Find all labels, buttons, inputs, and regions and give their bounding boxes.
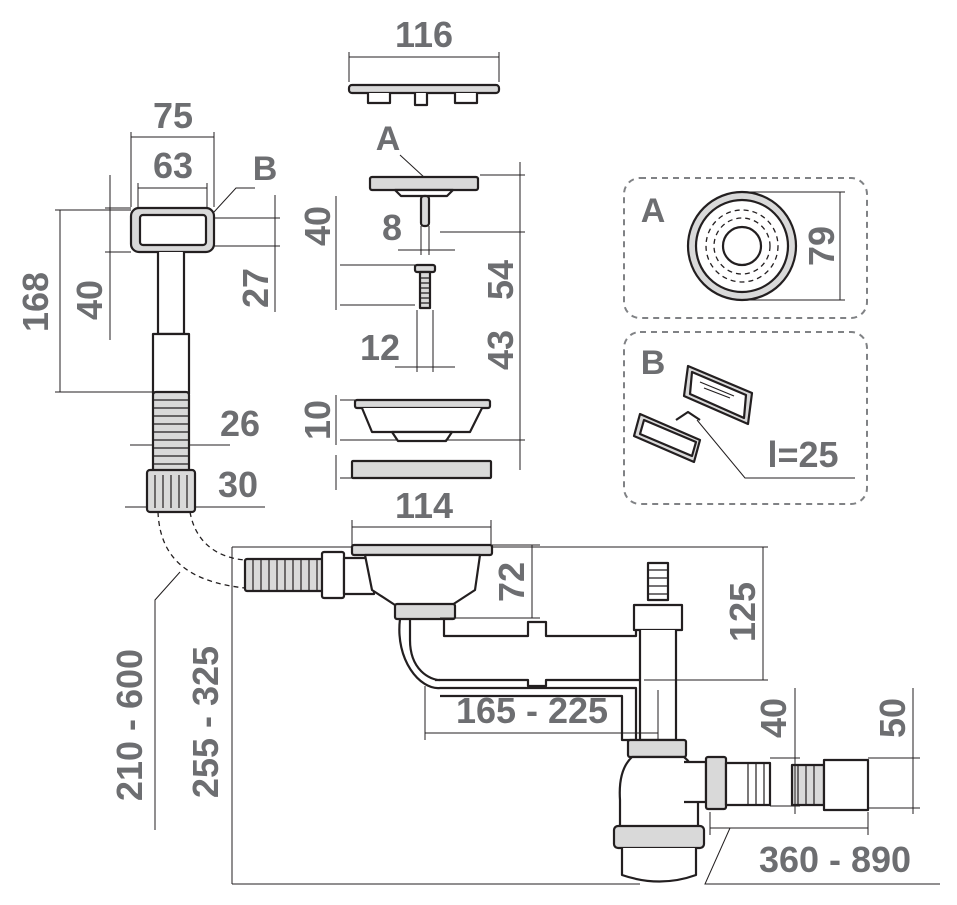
dim-40-mid-text: 40 (297, 206, 338, 246)
dim-168: 168 (15, 209, 153, 393)
dim-30-text: 30 (218, 464, 258, 505)
dim-27-text: 27 (235, 268, 276, 308)
dim-360-890-text: 360 - 890 (759, 839, 911, 880)
dim-43-text: 43 (480, 330, 521, 370)
dim-12-text: 12 (360, 327, 400, 368)
dim-116: 116 (348, 14, 500, 82)
dim-72: 72 (440, 544, 540, 619)
dim-27: 27 (214, 195, 280, 312)
detail-a-box: A 79 (623, 177, 868, 319)
dim-8: 8 (382, 207, 455, 255)
dim-165-225: 165 - 225 (424, 686, 659, 740)
dim-50: 50 (868, 688, 920, 814)
gasket (335, 455, 493, 490)
l25-text: l=25 (767, 434, 838, 475)
dim-114: 114 (351, 485, 492, 545)
dim-30: 30 (125, 464, 265, 508)
label-a-detail: A (641, 192, 666, 230)
dim-40-right-text: 40 (753, 698, 794, 738)
dim-255-325-text: 255 - 325 (185, 646, 226, 798)
dim-210-600-text: 210 - 600 (109, 649, 150, 801)
overflow-hose-dashed (157, 511, 246, 589)
strainer-cap (347, 83, 501, 107)
dim-63: 63 (137, 145, 208, 207)
detail-b-box: B l=25 (623, 331, 868, 505)
dim-168-text: 168 (15, 272, 56, 332)
dim-54: 54 (440, 162, 525, 300)
dim-40-left-text: 40 (69, 280, 110, 320)
dim-10-text: 10 (297, 400, 338, 440)
dim-40-right: 40 (753, 688, 800, 814)
dim-75-text: 75 (153, 95, 193, 136)
dim-165-225-text: 165 - 225 (456, 690, 608, 731)
strainer-basket (353, 398, 492, 443)
plug-a (368, 175, 480, 228)
dim-360-890: 360 - 890 (704, 812, 940, 885)
dim-72-text: 72 (491, 562, 532, 602)
label-b-detail: B (641, 344, 666, 382)
dim-26: 26 (130, 403, 260, 446)
dim-255-325: 255 - 325 (185, 546, 640, 885)
dim-26-text: 26 (220, 403, 260, 444)
dim-50-text: 50 (872, 698, 913, 738)
dim-12: 12 (360, 310, 455, 372)
dim-10: 10 (297, 395, 525, 470)
overflow-assembly (129, 206, 216, 514)
dim-8-text: 8 (382, 207, 402, 248)
dim-40-mid: 40 (297, 196, 338, 310)
dim-63-text: 63 (153, 145, 193, 186)
dim-114-text: 114 (395, 485, 453, 526)
siphon-assembly (243, 543, 870, 883)
dim-125-text: 125 (722, 582, 763, 642)
dim-54-text: 54 (480, 260, 521, 300)
dim-43: 43 (340, 232, 521, 400)
dim-125: 125 (492, 546, 768, 681)
screw (413, 263, 437, 310)
label-a-main: A (376, 120, 401, 158)
dim-40-left: 40 (69, 175, 131, 340)
dim-79-text: 79 (801, 226, 842, 266)
dim-75: 75 (130, 95, 215, 207)
dim-116-text: 116 (395, 14, 453, 55)
label-b-main: B (253, 150, 278, 188)
